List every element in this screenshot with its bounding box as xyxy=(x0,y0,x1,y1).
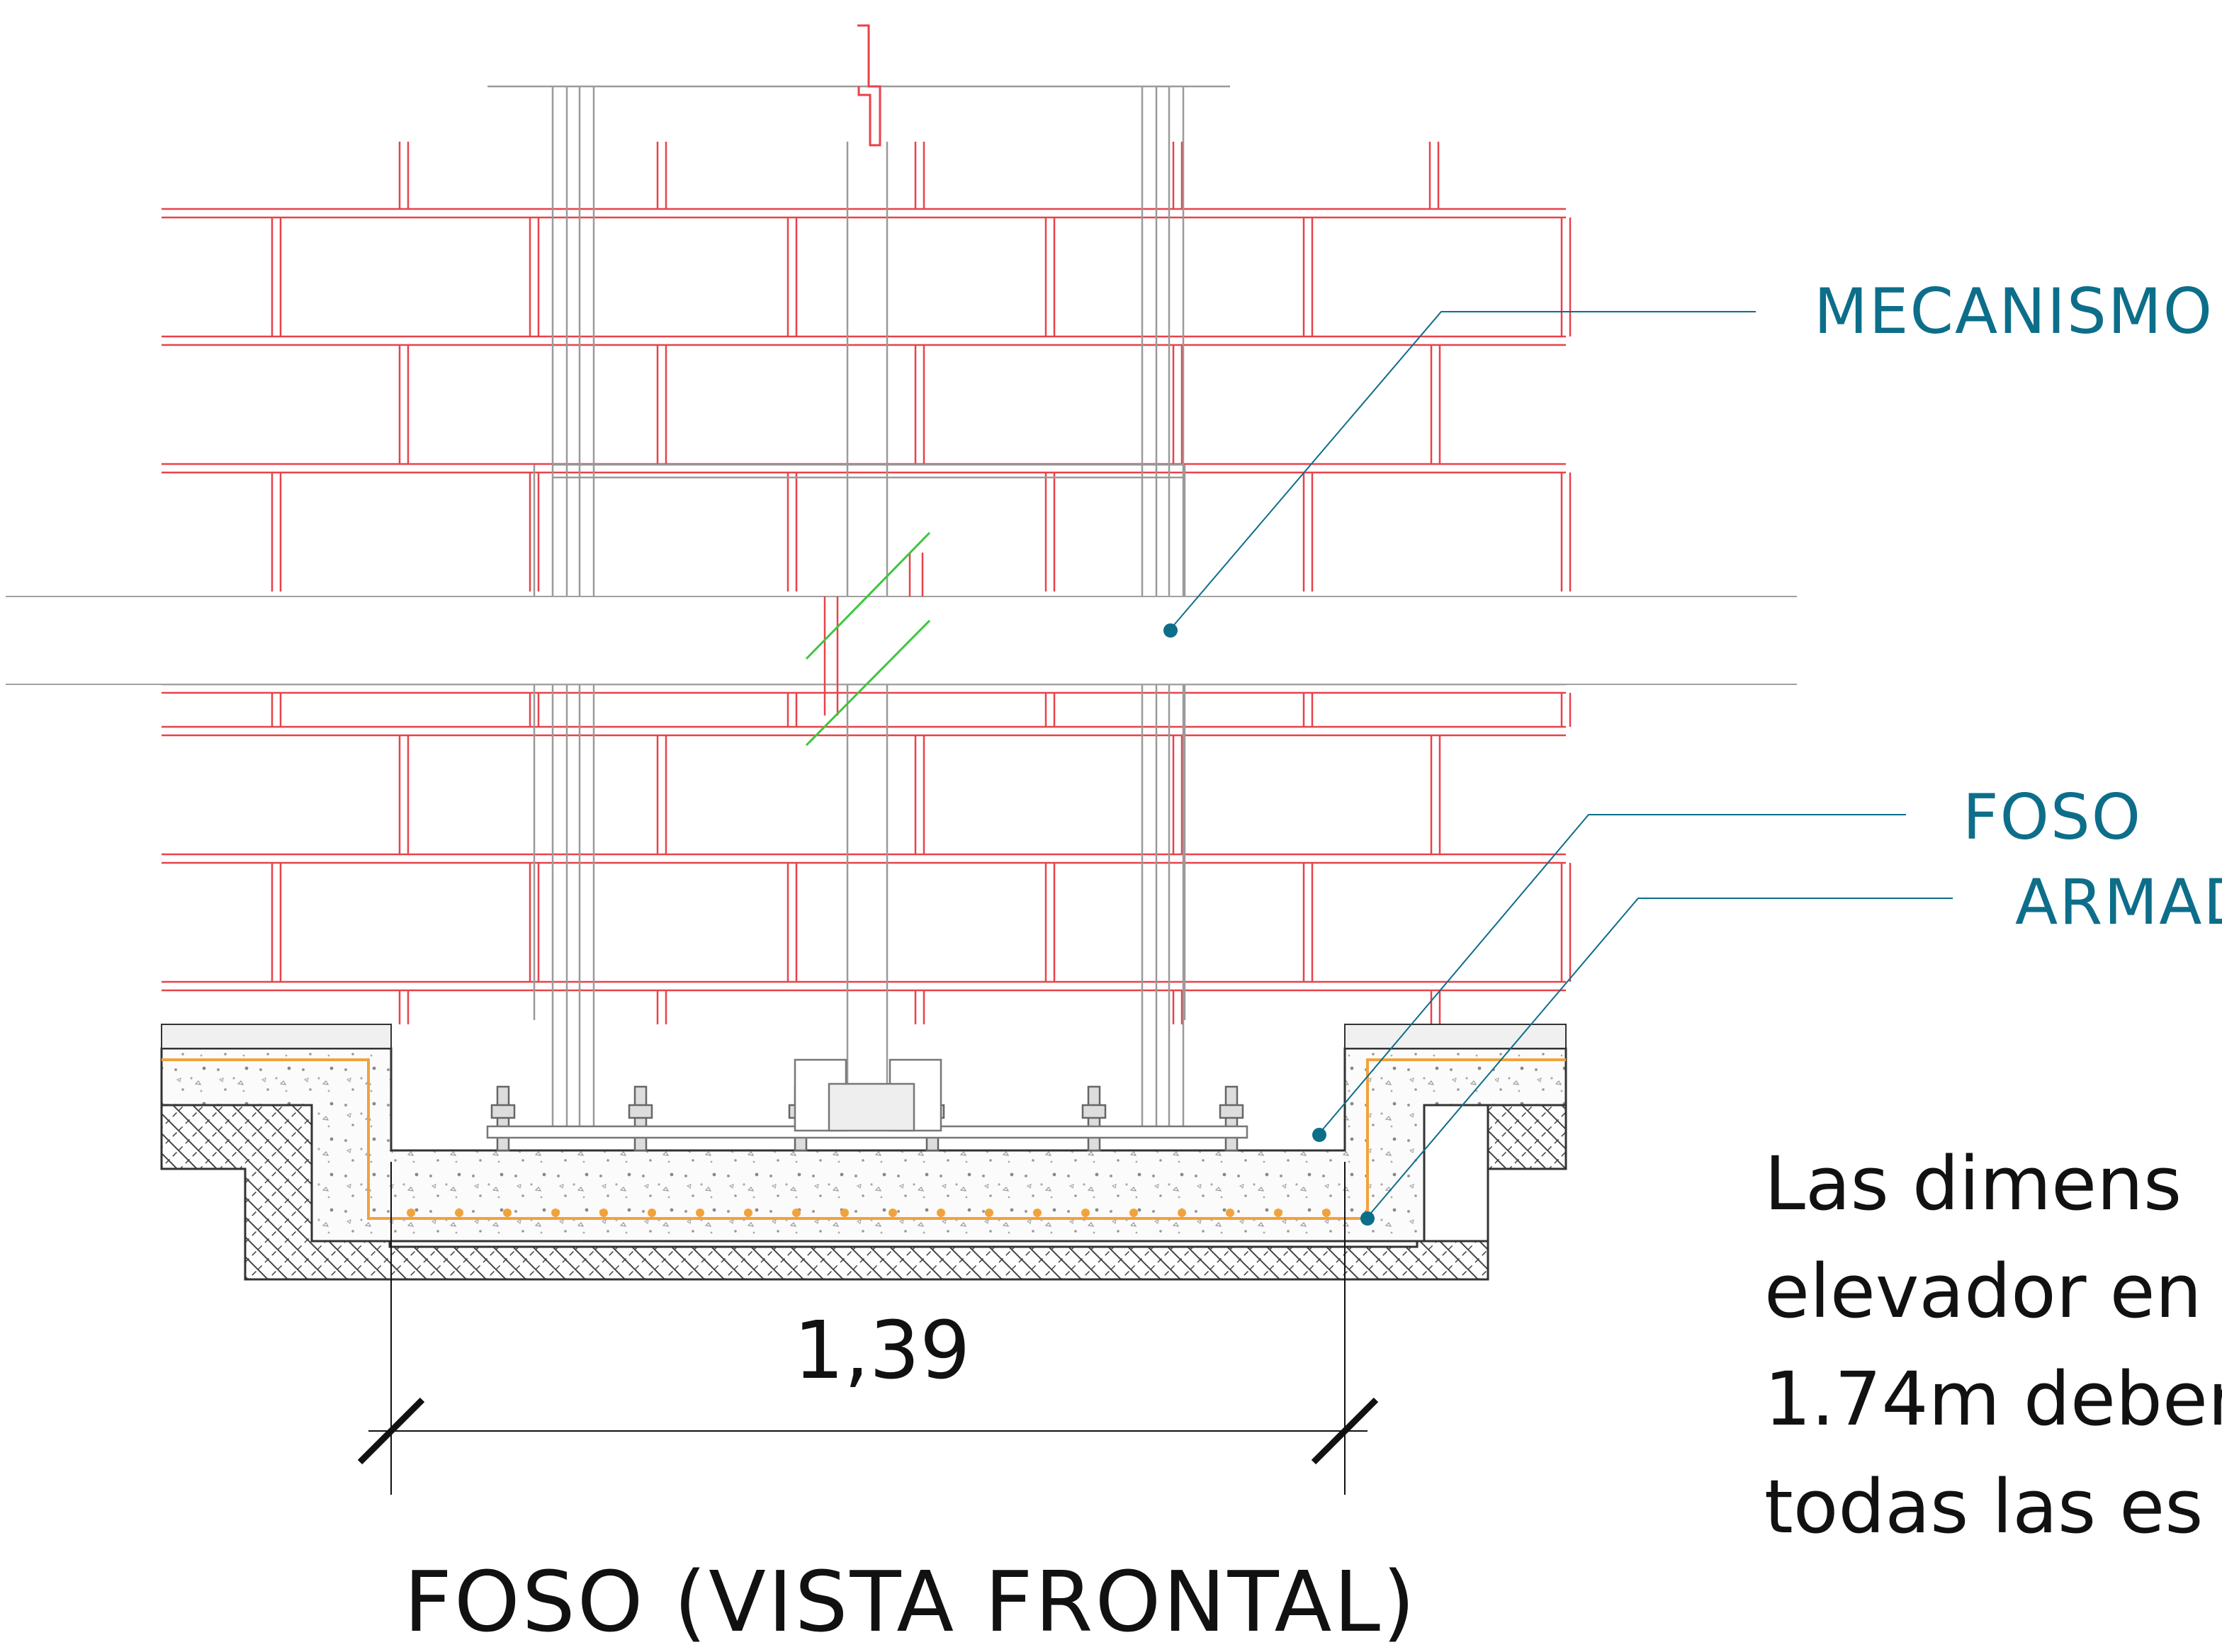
note-line-2: elevador en xyxy=(1764,1248,2202,1335)
note-text: Las dimens elevador en 1.74m deber todas… xyxy=(1764,1130,2222,1561)
dimension-line xyxy=(357,1162,1379,1495)
pit-structure xyxy=(160,1024,1567,1281)
callout-leaders xyxy=(1170,311,1953,1218)
callout-armado: ARMAD xyxy=(2015,866,2222,939)
callout-dots xyxy=(1163,623,1375,1226)
dimension-value: 1,39 xyxy=(794,1305,971,1397)
note-line-3: 1.74m deber xyxy=(1764,1356,2222,1442)
brick-wall-lower xyxy=(162,683,1572,1024)
break-gap-edges xyxy=(823,553,924,715)
callout-foso: FOSO xyxy=(1963,781,2143,854)
elevator-base xyxy=(486,1058,1248,1139)
break-lines xyxy=(6,596,1797,685)
brick-top-edges xyxy=(398,142,1440,209)
note-line-4: todas las es xyxy=(1764,1464,2204,1550)
top-bracket xyxy=(857,24,881,147)
break-gap xyxy=(0,596,1800,684)
rebar-dots xyxy=(407,1209,1331,1217)
break-symbol xyxy=(805,531,931,747)
callout-mecanismo: MECANISMO xyxy=(1814,275,2214,348)
brick-wall-upper xyxy=(162,208,1572,592)
drawing-caption: FOSO (VISTA FRONTAL) xyxy=(404,1553,1418,1651)
note-line-1: Las dimens xyxy=(1764,1141,2182,1227)
